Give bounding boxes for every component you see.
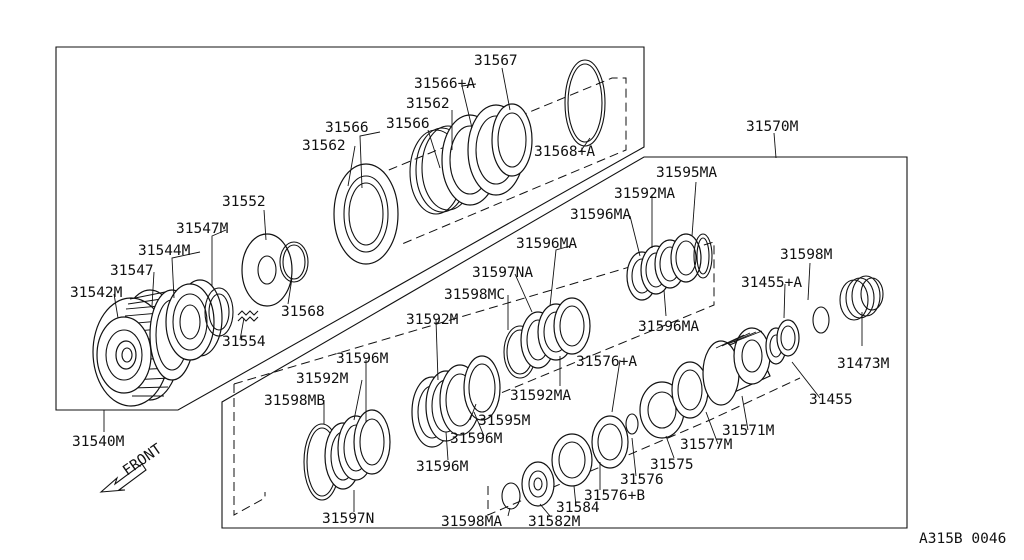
label-31598m: 31598M — [780, 247, 833, 263]
label-31568: 31568 — [281, 304, 325, 320]
label-31592ma: 31592MA — [614, 186, 675, 202]
label-31597n: 31597N — [322, 511, 374, 527]
washer-31576a — [625, 413, 639, 435]
label-31547m: 31547M — [176, 221, 229, 237]
label-31597na: 31597NA — [472, 265, 533, 281]
label-31566: 31566 — [386, 116, 430, 132]
label-31547: 31547 — [110, 263, 154, 279]
label-31596ma: 31596MA — [516, 236, 577, 252]
bearing-31584 — [551, 433, 593, 487]
front-arrow-icon — [99, 463, 147, 493]
label-31596m: 31596M — [450, 431, 503, 447]
plate-31596m-front — [353, 409, 391, 475]
piston-31544m — [165, 279, 223, 361]
plate-31562-front — [333, 163, 399, 265]
assembly-box-31570m — [221, 156, 908, 529]
label-31544m: 31544M — [138, 243, 191, 259]
label-31576: 31576 — [620, 472, 664, 488]
label-31571m: 31571M — [722, 423, 775, 439]
label-31455-a: 31455+A — [741, 275, 802, 291]
label-31540m: 31540M — [72, 434, 125, 450]
race-31576 — [591, 415, 629, 469]
ring-31595ma — [693, 233, 713, 279]
label-31598mb: 31598MB — [264, 393, 325, 409]
label-31582m: 31582M — [528, 514, 581, 530]
retainer-31552 — [241, 233, 293, 307]
label-31584: 31584 — [556, 500, 600, 516]
front-label: FRONT — [120, 441, 165, 479]
label-31566: 31566 — [325, 120, 369, 136]
snap-ring-31598m — [812, 306, 830, 334]
label-31455: 31455 — [809, 392, 853, 408]
hub-31582m — [521, 461, 555, 507]
drum-31577m — [671, 361, 709, 419]
label-31598ma: 31598MA — [441, 514, 502, 530]
label-31567: 31567 — [474, 53, 518, 69]
snap-ring-31598ma — [501, 482, 521, 510]
label-31596ma: 31596MA — [570, 207, 631, 223]
label-31592ma: 31592MA — [510, 388, 571, 404]
leader-lines — [103, 67, 863, 517]
disc-31592ma-lower — [537, 297, 591, 361]
part-labels: 31567 31566+A 31562 31566 31566 31562 31… — [70, 53, 890, 530]
seal-31547m — [204, 287, 234, 337]
label-31575: 31575 — [650, 457, 694, 473]
plate-31567 — [491, 103, 533, 177]
label-31552: 31552 — [222, 194, 266, 210]
label-31592m: 31592M — [406, 312, 459, 328]
snap-ring-31568a — [564, 59, 606, 147]
spring-31554 — [237, 310, 259, 322]
label-31542m: 31542M — [70, 285, 123, 301]
label-31562: 31562 — [302, 138, 346, 154]
disc-pack-31592m — [411, 364, 481, 448]
label-31554: 31554 — [222, 334, 266, 350]
disc-pack-31596ma — [626, 233, 702, 301]
assembly-box-31540m — [55, 46, 645, 411]
drum-31571m — [702, 327, 771, 406]
label-31595m: 31595M — [478, 413, 531, 429]
ring-31455a — [776, 319, 800, 357]
snap-ring-31568 — [279, 241, 309, 283]
label-31568-a: 31568+A — [534, 144, 595, 160]
label-31592m: 31592M — [296, 371, 349, 387]
drawing-code: A315B 0046 — [919, 531, 1006, 547]
label-31596m: 31596M — [336, 351, 389, 367]
label-31596m: 31596M — [416, 459, 469, 475]
label-31473m: 31473M — [837, 356, 890, 372]
label-31566-a: 31566+A — [414, 76, 475, 92]
label-31562: 31562 — [406, 96, 450, 112]
label-31577m: 31577M — [680, 437, 733, 453]
label-31596ma: 31596MA — [638, 319, 699, 335]
plate-31595m — [463, 355, 501, 421]
seal-rings-31473m — [839, 275, 884, 321]
label-31598mc: 31598MC — [444, 287, 505, 303]
label-31576-a: 31576+A — [576, 354, 637, 370]
label-31576-b: 31576+B — [584, 488, 645, 504]
dashed-outline-lower — [233, 241, 801, 516]
label-31570m: 31570M — [746, 119, 799, 135]
label-31595ma: 31595MA — [656, 165, 717, 181]
